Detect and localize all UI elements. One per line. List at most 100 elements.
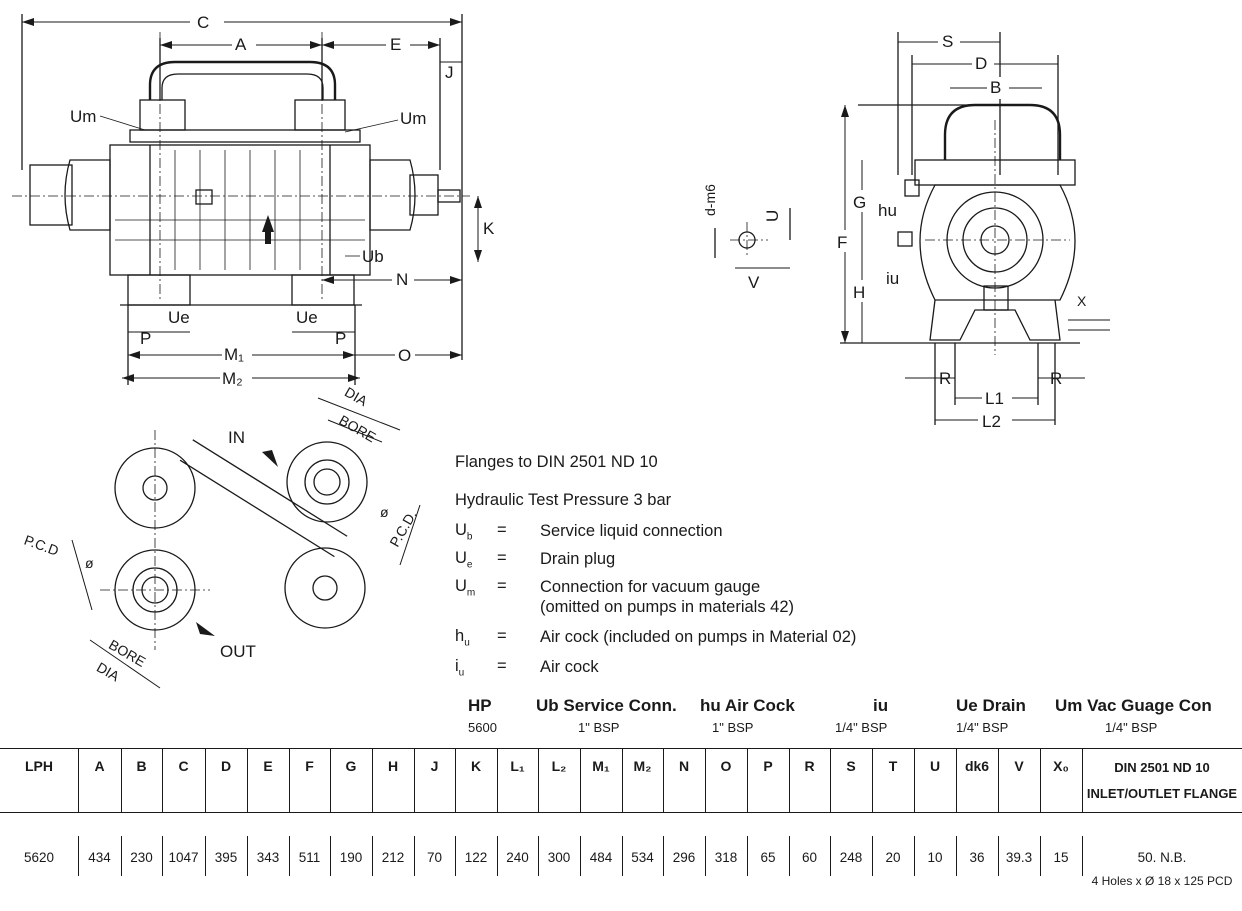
label-Ue-right: Ue bbox=[296, 308, 318, 327]
pump-dimension-drawing: C A E J Um Um bbox=[12, 12, 1110, 689]
table-column-line bbox=[162, 748, 163, 812]
table-value-cell: 395 bbox=[214, 850, 238, 865]
table-column-line bbox=[1082, 748, 1083, 812]
label-K: K bbox=[483, 219, 495, 238]
table-column-line bbox=[205, 748, 206, 812]
table-column-line bbox=[1040, 748, 1041, 812]
table-column-line bbox=[830, 836, 831, 876]
table-value-cell: 511 bbox=[298, 850, 321, 865]
table-header-cell: P bbox=[763, 758, 773, 774]
label-P-left: P bbox=[140, 329, 151, 348]
table-header-cell: G bbox=[345, 758, 357, 774]
table-header-cell: U bbox=[929, 758, 941, 774]
table-header-cell: J bbox=[430, 758, 439, 774]
dimension-table bbox=[0, 748, 1242, 899]
table-column-line bbox=[372, 836, 373, 876]
note-test-pressure: Hydraulic Test Pressure 3 bar bbox=[455, 491, 672, 509]
table-header-cell: LPH bbox=[25, 758, 53, 774]
table-header-cell: O bbox=[720, 758, 732, 774]
front-view: C A E J Um Um bbox=[12, 12, 495, 389]
table-column-line bbox=[205, 836, 206, 876]
table-column-line bbox=[121, 836, 122, 876]
table-column-line bbox=[747, 748, 748, 812]
table-column-line bbox=[289, 748, 290, 812]
table-column-line bbox=[956, 836, 957, 876]
flange-value-1: 50. N.B. bbox=[1137, 850, 1187, 865]
table-value-cell: 36 bbox=[969, 850, 985, 865]
table-header-cell: R bbox=[804, 758, 815, 774]
table-value-cell: 20 bbox=[885, 850, 901, 865]
table-header-cell: N bbox=[678, 758, 690, 774]
flange-view: IN OUT DIA BORE P.C.D. ø P.C.D ø BORE DI… bbox=[22, 384, 421, 689]
side-view: S D B F G H hu bbox=[702, 30, 1110, 431]
label-V: V bbox=[748, 273, 760, 292]
table-column-line bbox=[580, 836, 581, 876]
table-column-line bbox=[414, 748, 415, 812]
table-column-line bbox=[497, 748, 498, 812]
table-column-line bbox=[1082, 836, 1083, 876]
label-O: O bbox=[398, 346, 411, 365]
label-L1: L1 bbox=[985, 389, 1004, 408]
table-value-cell: 10 bbox=[927, 850, 943, 865]
label-P-right: P bbox=[335, 329, 346, 348]
table-column-line bbox=[121, 748, 122, 812]
table-value-cell: 240 bbox=[506, 850, 529, 865]
table-column-line bbox=[78, 836, 79, 876]
label-R-right: R bbox=[1050, 369, 1062, 388]
table-value-cell: 70 bbox=[426, 850, 443, 865]
label-BORE-top: BORE bbox=[336, 412, 378, 446]
label-U: U bbox=[763, 210, 782, 222]
label-B: B bbox=[990, 78, 1001, 97]
table-header-cell: T bbox=[888, 758, 898, 774]
table-column-line bbox=[247, 836, 248, 876]
table-header-cell: F bbox=[305, 758, 314, 774]
table-value-cell: 190 bbox=[339, 850, 363, 865]
table-column-line bbox=[622, 836, 623, 876]
label-R-left: R bbox=[939, 369, 951, 388]
table-column-line bbox=[830, 748, 831, 812]
spec-service-conn: Ub Service Conn.1" BSP bbox=[536, 696, 677, 735]
table-column-line bbox=[372, 748, 373, 812]
label-X: X bbox=[1077, 293, 1087, 309]
note-flanges: Flanges to DIN 2501 ND 10 bbox=[455, 453, 658, 471]
table-column-line bbox=[289, 836, 290, 876]
table-column-line bbox=[455, 836, 456, 876]
table-value-cell: 296 bbox=[672, 850, 696, 865]
flange-header-2: INLET/OUTLET FLANGE bbox=[1086, 786, 1238, 801]
table-value-cell: 122 bbox=[464, 850, 488, 865]
label-Ue-left: Ue bbox=[168, 308, 190, 327]
label-IN: IN bbox=[228, 428, 245, 447]
table-value-cell: 318 bbox=[714, 850, 738, 865]
table-header-cell: L₂ bbox=[551, 758, 567, 774]
label-PCD-left: P.C.D bbox=[22, 532, 61, 559]
table-column-line bbox=[538, 748, 539, 812]
table-header-cell: dk6 bbox=[964, 758, 990, 774]
table-column-line bbox=[789, 748, 790, 812]
label-hu: hu bbox=[878, 201, 897, 220]
flange-value-2: 4 Holes x Ø 18 x 125 PCD bbox=[1091, 874, 1233, 888]
table-column-line bbox=[580, 748, 581, 812]
table-column-line bbox=[497, 836, 498, 876]
table-header-cell: M₂ bbox=[633, 758, 652, 774]
table-header-cell: B bbox=[136, 758, 147, 774]
table-column-line bbox=[1040, 836, 1041, 876]
table-divider bbox=[0, 812, 1242, 813]
table-column-line bbox=[747, 836, 748, 876]
table-value-cell: 534 bbox=[631, 850, 654, 865]
table-header-cell: K bbox=[470, 758, 482, 774]
table-column-line bbox=[998, 836, 999, 876]
label-dm6: d-m6 bbox=[702, 184, 718, 216]
table-value-cell: 484 bbox=[589, 850, 613, 865]
flange-header-1: DIN 2501 ND 10 bbox=[1114, 760, 1210, 775]
label-Um-right: Um bbox=[400, 109, 426, 128]
table-header-cell: M₁ bbox=[592, 758, 610, 774]
table-column-line bbox=[330, 836, 331, 876]
label-M1: M₁ bbox=[224, 345, 244, 364]
table-value-cell: 65 bbox=[760, 850, 776, 865]
table-column-line bbox=[914, 836, 915, 876]
shaft-detail: d-m6 U V bbox=[702, 184, 791, 292]
